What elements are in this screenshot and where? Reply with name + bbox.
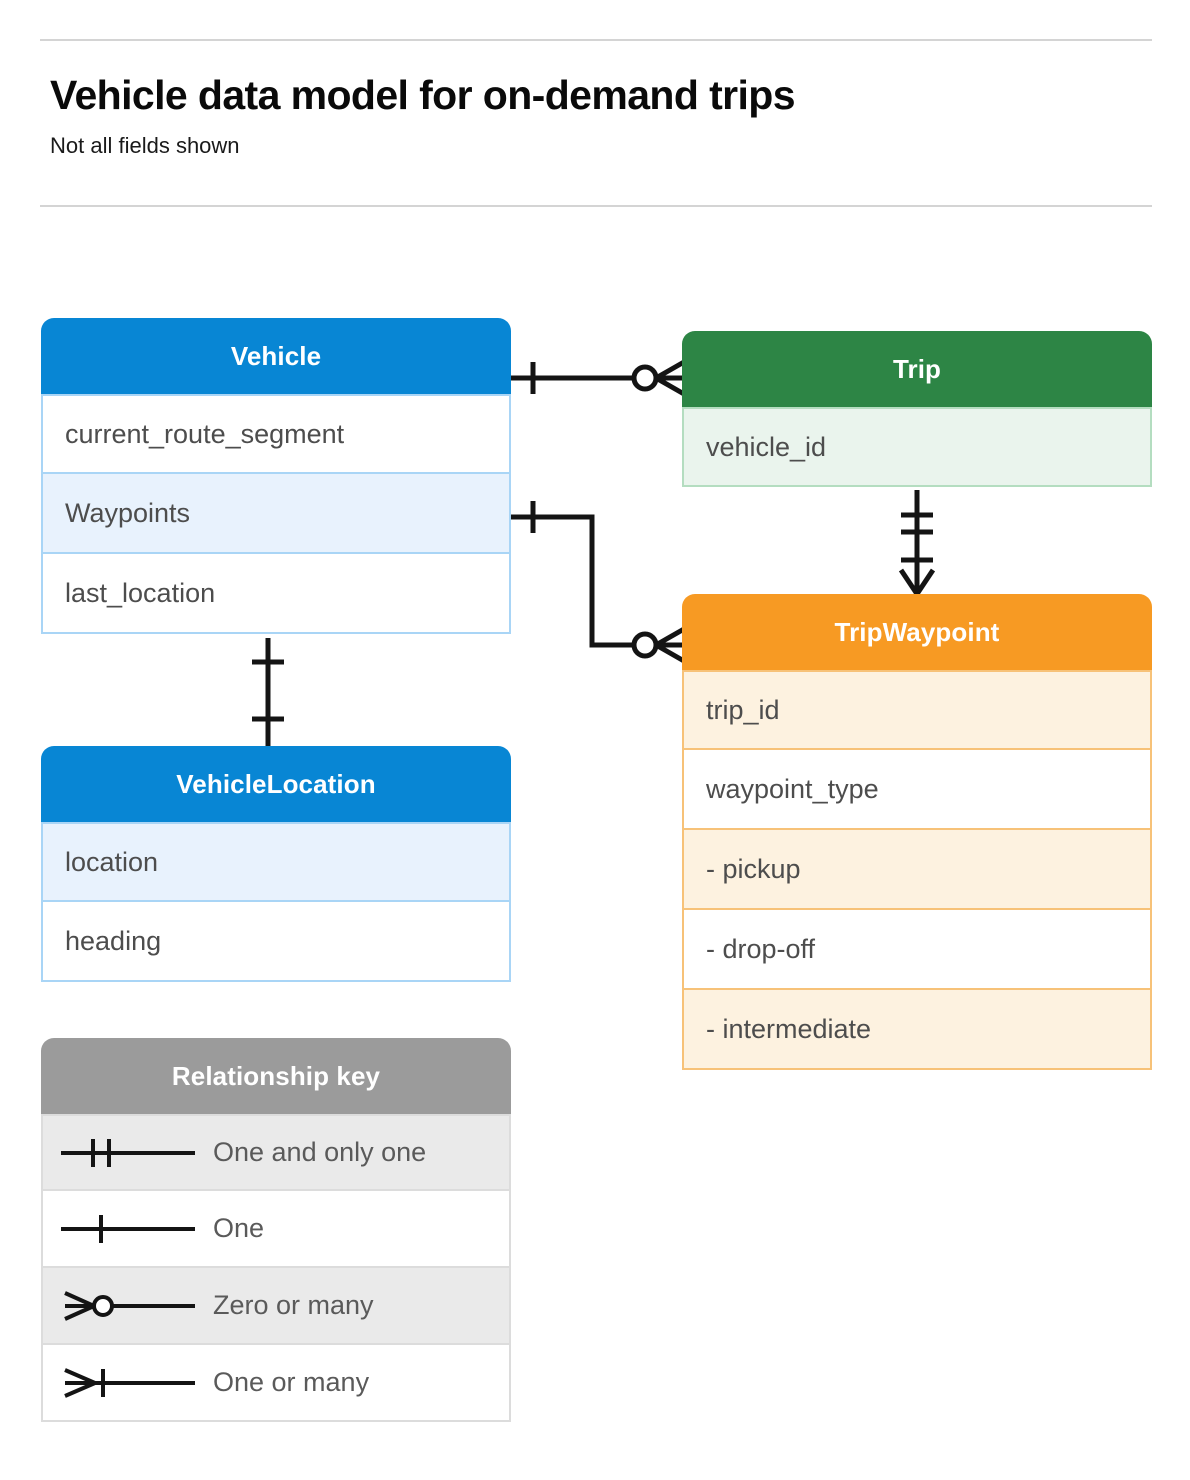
- one-and-only-one-icon: [43, 1133, 213, 1173]
- legend-row: One or many: [41, 1345, 511, 1422]
- entity-tripwaypoint[interactable]: TripWaypoint trip_id waypoint_type - pic…: [682, 594, 1152, 1070]
- entity-trip[interactable]: Trip vehicle_id: [682, 331, 1152, 487]
- legend-row: Zero or many: [41, 1268, 511, 1345]
- page-subtitle: Not all fields shown: [50, 133, 240, 158]
- field-row[interactable]: trip_id: [682, 670, 1152, 750]
- field-row[interactable]: location: [41, 822, 511, 902]
- one-icon: [43, 1209, 213, 1249]
- legend-row: One: [41, 1191, 511, 1268]
- legend-label: One and only one: [213, 1137, 427, 1167]
- entity-tripwaypoint-title: TripWaypoint: [682, 594, 1152, 670]
- connector-waypoints-to-tripwaypoint: [511, 501, 686, 664]
- page-title: Vehicle data model for on-demand trips: [50, 72, 796, 118]
- field-row[interactable]: current_route_segment: [41, 394, 511, 474]
- field-row[interactable]: heading: [41, 902, 511, 982]
- legend-label: One or many: [213, 1367, 370, 1397]
- header-divider-top: [40, 39, 1152, 41]
- field-row[interactable]: last_location: [41, 554, 511, 634]
- entity-tripwaypoint-fields: trip_id waypoint_type - pickup - drop-of…: [682, 670, 1152, 1070]
- connector-trip-to-tripwaypoint: [898, 490, 936, 596]
- one-or-many-icon: [43, 1363, 213, 1403]
- entity-vehiclelocation-title: VehicleLocation: [41, 746, 511, 822]
- entity-trip-title: Trip: [682, 331, 1152, 407]
- entity-vehicle[interactable]: Vehicle current_route_segment Waypoints …: [41, 318, 511, 634]
- relationship-key-legend: Relationship key One and only one: [41, 1038, 511, 1422]
- entity-vehicle-title: Vehicle: [41, 318, 511, 394]
- entity-vehiclelocation-fields: location heading: [41, 822, 511, 982]
- legend-label: Zero or many: [213, 1290, 374, 1320]
- field-row[interactable]: - intermediate: [682, 990, 1152, 1070]
- field-row[interactable]: vehicle_id: [682, 407, 1152, 487]
- field-row[interactable]: - drop-off: [682, 910, 1152, 990]
- entity-vehiclelocation[interactable]: VehicleLocation location heading: [41, 746, 511, 982]
- legend-label: One: [213, 1213, 265, 1243]
- connector-vehicle-to-vehiclelocation: [252, 638, 284, 746]
- field-row[interactable]: - pickup: [682, 830, 1152, 910]
- legend-rows: One and only one One: [41, 1114, 511, 1422]
- connector-vehicle-to-trip: [511, 359, 686, 397]
- entity-trip-fields: vehicle_id: [682, 407, 1152, 487]
- field-row[interactable]: waypoint_type: [682, 750, 1152, 830]
- header-divider-bottom: [40, 205, 1152, 207]
- entity-vehicle-fields: current_route_segment Waypoints last_loc…: [41, 394, 511, 634]
- zero-or-many-icon: [43, 1286, 213, 1326]
- field-row[interactable]: Waypoints: [41, 474, 511, 554]
- legend-title: Relationship key: [41, 1038, 511, 1114]
- legend-row: One and only one: [41, 1114, 511, 1191]
